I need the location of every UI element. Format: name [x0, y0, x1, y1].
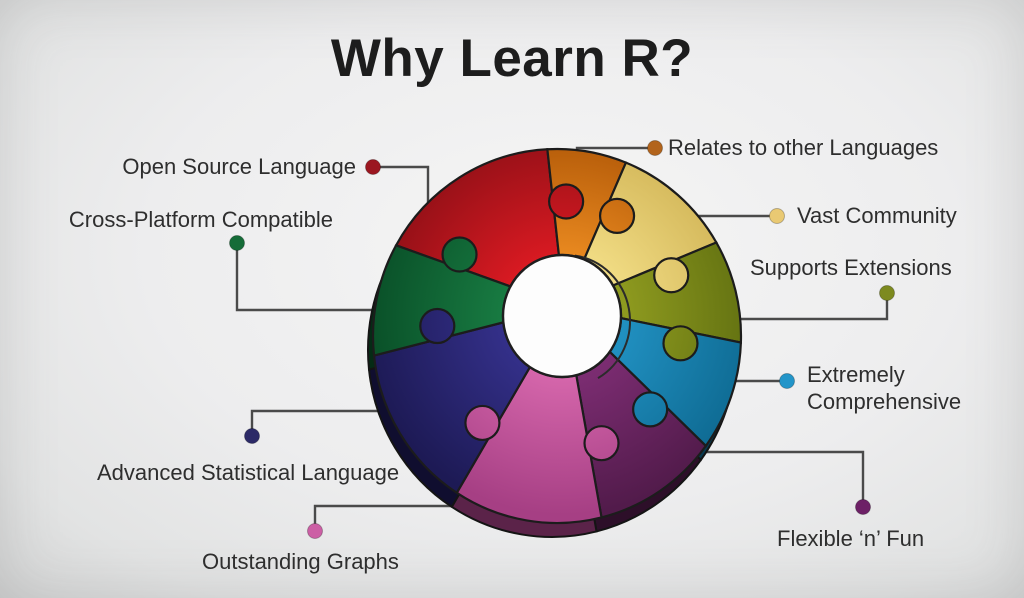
label-advanced-statistical-language: Advanced Statistical Language — [97, 460, 400, 485]
puzzle-knob-vast-community — [653, 257, 690, 294]
dot-outstanding-graphs — [307, 523, 323, 539]
label-extremely-comprehensive: Extremely Comprehensive — [807, 362, 962, 414]
hole-inner-wall-line — [574, 254, 631, 380]
dot-cross-platform — [229, 235, 245, 251]
connector-cross-platform — [235, 243, 420, 312]
puzzle-knob-extremely-comprehensive — [632, 391, 669, 428]
label-outstanding-graphs: Outstanding Graphs — [202, 549, 399, 574]
dot-extremely-comprehensive — [779, 373, 795, 389]
puzzle-knob-open-source — [548, 183, 585, 220]
dot-advanced-statistical — [244, 428, 260, 444]
puzzle-knob-relates-languages — [598, 197, 636, 234]
dot-vast-community — [769, 208, 785, 224]
puzzle-knob-supports-extensions — [662, 325, 699, 362]
dot-supports-extensions — [879, 285, 895, 301]
puzzle-knob-outstanding-graphs — [583, 425, 620, 462]
connector-advanced-statistical — [250, 409, 432, 436]
donut-hole — [501, 253, 623, 379]
puzzle-knob-outstanding-graphs — [464, 404, 501, 442]
label-relates-to-other-languages: Relates to other Languages — [668, 135, 939, 160]
puzzle-knob-advanced-statistical — [419, 307, 456, 345]
connector-supports-extensions — [676, 293, 889, 321]
dot-relates-languages — [647, 140, 663, 156]
label-supports-extensions: Supports Extensions — [750, 255, 952, 280]
connector-flexible-fun — [648, 450, 865, 507]
dot-open-source — [365, 159, 381, 175]
puzzle-knob-cross-platform — [441, 236, 478, 273]
label-open-source-language: Open Source Language — [122, 154, 356, 179]
page-title: Why Learn R? — [330, 29, 694, 88]
label-vast-community: Vast Community — [797, 203, 957, 228]
label-flexible-n-fun: Flexible ‘n’ Fun — [777, 526, 925, 551]
dot-flexible-fun — [855, 499, 871, 515]
label-cross-platform-compatible: Cross-Platform Compatible — [68, 207, 333, 232]
